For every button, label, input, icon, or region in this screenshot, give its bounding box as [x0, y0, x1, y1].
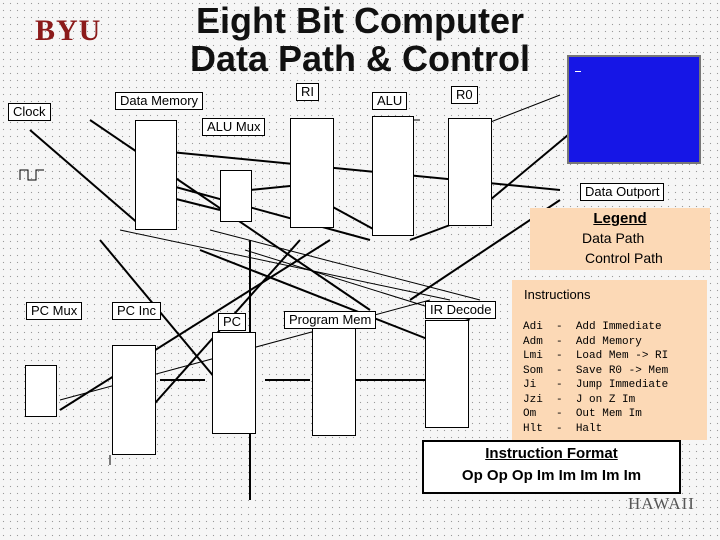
instruction-description: - Load Mem -> RI [556, 350, 669, 362]
ri-chip [290, 118, 334, 228]
instruction-row: Om - Out Mem Im [523, 407, 642, 421]
pc-label: PC [218, 313, 247, 331]
r0-label: R0 [451, 86, 478, 104]
hawaii-logo: HAWAII [628, 494, 695, 513]
legend-data-path: Data Path [582, 230, 645, 246]
wire-clock-datamem [29, 129, 141, 226]
instruction-row: Jzi - J on Z Im [523, 393, 635, 407]
instruction-code: Lmi [523, 350, 557, 362]
alu-mux-chip [220, 170, 252, 222]
instruction-description: - Jump Immediate [556, 379, 669, 391]
wire-datamem-alu [149, 179, 371, 241]
data-memory-chip [135, 120, 177, 230]
r0-chip [448, 118, 492, 226]
pc-chip [212, 332, 256, 434]
instruction-description: - Add Memory [556, 335, 642, 348]
instruction-row: Som - Save R0 -> Mem [523, 364, 668, 378]
wire-datamem-out [149, 149, 561, 191]
instruction-format-sequence: Op Op Op Im Im Im Im Im [461, 467, 642, 484]
instruction-code: Om [523, 408, 557, 420]
pc-mux-label: PC Mux [26, 302, 83, 320]
instructions-heading: Instructions [524, 287, 591, 302]
display-cursor [575, 71, 581, 72]
data-output-label: Data Outport [580, 183, 665, 201]
instruction-row: Hlt - Halt [523, 422, 602, 436]
ri-label: RI [296, 83, 319, 101]
wire-ri-pcmux [59, 239, 331, 411]
legend-control-path: Control Path [585, 250, 663, 266]
ir-decode-label: IR Decode [425, 301, 497, 319]
slide-title: Eight Bit Computer Data Path & Control [150, 2, 570, 78]
pc-mux-chip [25, 365, 57, 417]
title-line-1: Eight Bit Computer [196, 0, 524, 41]
instruction-description: - Save R0 -> Mem [556, 364, 669, 377]
instruction-row: Adm - Add Memory [523, 335, 642, 349]
ir-decode-chip [425, 320, 469, 428]
instruction-code: Jzi [523, 393, 557, 406]
alu-chip [372, 116, 414, 236]
pc-inc-chip [112, 345, 156, 455]
alu-label: ALU [372, 92, 408, 110]
instruction-row: Ji - Jump Immediate [523, 378, 668, 392]
program-mem-chip [312, 328, 356, 436]
program-mem-label: Program Mem [284, 311, 377, 329]
instruction-format-title: Instruction Format [485, 445, 618, 462]
instruction-code: Adm [523, 335, 557, 348]
instruction-description: - J on Z Im [556, 393, 636, 406]
instruction-code: Hlt [523, 422, 557, 435]
wire-r0-out [489, 124, 581, 201]
instruction-code: Adi [523, 321, 557, 333]
wire-alu-r0 [409, 224, 451, 241]
legend-title: Legend [593, 210, 647, 227]
data-memory-label: Data Memory [115, 92, 204, 110]
alu-mux-label: ALU Mux [202, 118, 266, 136]
byu-logo: BYU [35, 14, 102, 47]
output-display [567, 55, 701, 164]
clock-label: Clock [8, 103, 51, 121]
instruction-format-box: Instruction Format Op Op Op Im Im Im Im … [422, 440, 681, 494]
instruction-code: Ji [523, 379, 557, 391]
instruction-row: Lmi - Load Mem -> RI [523, 349, 668, 363]
instruction-description: - Out Mem Im [556, 408, 642, 420]
title-line-2: Data Path & Control [189, 38, 530, 79]
instruction-description: - Halt [556, 422, 603, 435]
pc-inc-label: PC Inc [112, 302, 162, 320]
instruction-description: - Add Immediate [556, 321, 662, 333]
wire-alu-decode [199, 249, 431, 341]
legend-box: Legend Data Path Control Path [530, 208, 710, 270]
instruction-row: Adi - Add Immediate [523, 320, 662, 334]
instruction-code: Som [523, 364, 557, 377]
